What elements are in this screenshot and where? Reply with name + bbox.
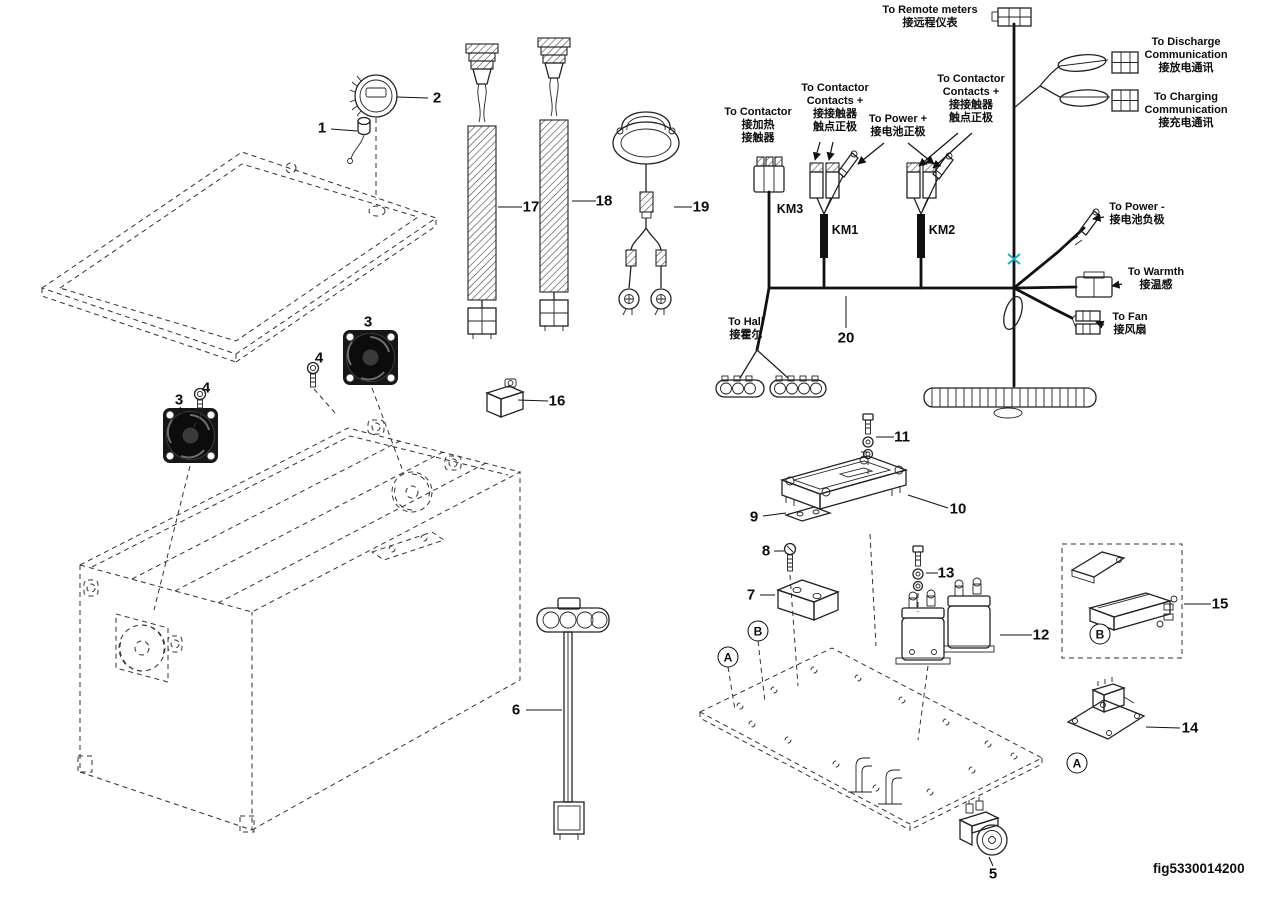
label-line-en: Communication xyxy=(1144,104,1228,116)
part-number-18: 18 xyxy=(595,192,613,210)
wire-label-power-plus: To Power + 接电池正极 xyxy=(862,113,934,139)
relay-16 xyxy=(485,378,525,418)
label-line-zh: 触点正极 xyxy=(949,112,993,124)
part-number-10: 10 xyxy=(949,500,967,518)
part-number-1: 1 xyxy=(317,119,327,137)
label-line-en: To Hall xyxy=(728,316,764,328)
part-number-3: 3 xyxy=(174,391,184,409)
battery-lid xyxy=(40,151,438,363)
wrapped-cable-17 xyxy=(465,43,499,339)
part-number-4: 4 xyxy=(201,379,211,397)
cooling-fan-1 xyxy=(343,330,398,385)
label-line-zh: 接温感 xyxy=(1139,279,1173,291)
km3-label: KM3 xyxy=(776,202,804,216)
standpipe-6 xyxy=(536,597,610,840)
part-number-4: 4 xyxy=(314,349,324,367)
label-line-en: Contacts + xyxy=(806,95,864,107)
bms-module-10 xyxy=(779,451,909,510)
wire-label-charging-communication: To Charging Communication 接充电通讯 xyxy=(1138,91,1234,130)
part-number-16: 16 xyxy=(548,392,566,410)
label-line-zh: 接远程仪表 xyxy=(902,17,958,29)
label-line-en: Contacts + xyxy=(942,86,1000,98)
baseplate xyxy=(698,647,1044,831)
sensor-probe xyxy=(347,116,371,164)
label-line-zh: 接充电通讯 xyxy=(1158,117,1214,129)
wire-label-contactor-heater: To Contactor 接加热 接触器 xyxy=(720,106,796,145)
label-line-zh: 接接触器 xyxy=(949,99,993,111)
callout-a: A xyxy=(717,646,739,668)
label-line-en: To Fan xyxy=(1112,311,1148,323)
label-line-en: To Warmth xyxy=(1127,266,1185,278)
label-line-en: To Charging xyxy=(1154,91,1218,103)
relay-plate-14 xyxy=(1066,677,1146,740)
leader-lines xyxy=(179,96,1211,867)
label-line-zh: 接霍尔 xyxy=(729,329,763,341)
wire-label-warmth: To Warmth 接温感 xyxy=(1120,266,1192,292)
part-number-5: 5 xyxy=(988,865,998,883)
part-number-15: 15 xyxy=(1211,595,1229,613)
label-line-en: To Contactor xyxy=(724,106,792,118)
wire-label-hall: To Hall 接霍尔 xyxy=(718,316,774,342)
wire-label-power-minus: To Power - 接电池负极 xyxy=(1100,201,1174,227)
part-number-6: 6 xyxy=(511,701,521,719)
terminal-block-7 xyxy=(776,579,840,621)
label-line-en: To Contactor xyxy=(801,82,869,94)
fan-screw-2 xyxy=(193,387,207,414)
label-line-en: Communication xyxy=(1144,49,1228,61)
contactor-pair-12 xyxy=(895,577,995,665)
label-line-en: To Discharge xyxy=(1151,36,1221,48)
label-line-zh: 接加热 xyxy=(741,119,775,131)
bracket-9 xyxy=(783,506,833,522)
wiring-harness-20 xyxy=(715,7,1139,419)
part-number-9: 9 xyxy=(749,508,759,526)
wire-label-contactor-contacts-km2: To Contactor Contacts + 接接触器 触点正极 xyxy=(934,73,1008,125)
label-line-zh: 接放电通讯 xyxy=(1158,62,1214,74)
label-line-en: To Power + xyxy=(868,113,928,125)
wire-label-fan: To Fan 接风扇 xyxy=(1102,311,1158,337)
km1-label: KM1 xyxy=(831,223,859,237)
callout-b: B xyxy=(747,620,769,642)
label-line-zh: 触点正极 xyxy=(813,121,857,133)
part-number-2: 2 xyxy=(432,89,442,107)
screw-8 xyxy=(783,542,797,572)
wire-label-remote-meters: To Remote meters 接远程仪表 xyxy=(855,4,1005,30)
label-line-en: To Power - xyxy=(1109,201,1165,213)
label-line-zh: 接触器 xyxy=(741,132,775,144)
detail-box-15 xyxy=(1061,543,1183,659)
label-line-zh: 接接触器 xyxy=(813,108,857,120)
part-number-3: 3 xyxy=(363,313,373,331)
wire-label-contactor-contacts-km1: To Contactor Contacts + 接接触器 触点正极 xyxy=(798,82,872,134)
label-line-zh: 接电池正极 xyxy=(870,126,926,138)
callout-b: B xyxy=(1089,623,1111,645)
part-number-8: 8 xyxy=(761,542,771,560)
part-number-11: 11 xyxy=(894,428,910,446)
part-number-20: 20 xyxy=(837,329,855,347)
fan-screw-1 xyxy=(306,361,320,388)
figure-code: fig5330014200 xyxy=(1153,861,1245,876)
label-line-zh: 接电池负极 xyxy=(1109,214,1165,226)
battery-box xyxy=(77,419,522,833)
part-number-13: 13 xyxy=(937,564,955,582)
screw-11 xyxy=(862,413,874,460)
wrapped-cable-18 xyxy=(537,37,571,331)
part-number-19: 19 xyxy=(692,198,710,216)
construction-lines xyxy=(153,118,929,741)
label-line-zh: 接风扇 xyxy=(1113,324,1147,336)
cooling-fan-2 xyxy=(163,408,218,463)
part-number-12: 12 xyxy=(1032,626,1050,644)
part-number-17: 17 xyxy=(522,198,540,216)
label-line-en: To Remote meters xyxy=(882,4,978,16)
km2-label: KM2 xyxy=(928,223,956,237)
label-line-en: To Contactor xyxy=(937,73,1005,85)
part-number-14: 14 xyxy=(1181,719,1199,737)
gauge-meter xyxy=(349,74,398,118)
pump-5 xyxy=(958,797,1008,856)
wire-label-discharge-communication: To Discharge Communication 接放电通讯 xyxy=(1138,36,1234,75)
connector-cable-19 xyxy=(612,111,680,316)
screw-13 xyxy=(912,545,924,592)
part-number-7: 7 xyxy=(746,586,756,604)
callout-a: A xyxy=(1066,752,1088,774)
